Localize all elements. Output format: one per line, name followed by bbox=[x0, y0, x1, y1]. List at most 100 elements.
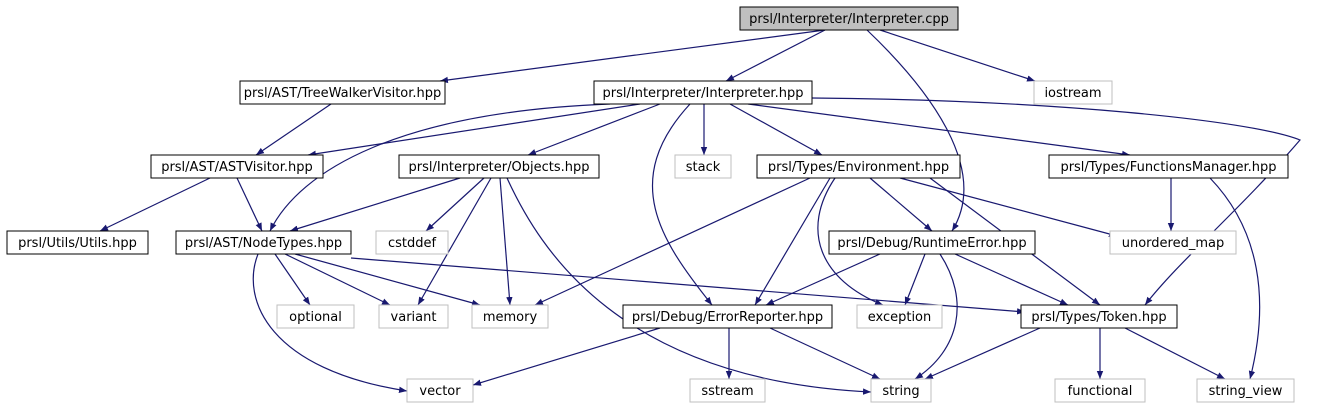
edge-astvisitor-to-utils bbox=[99, 177, 211, 232]
node-label-interp_hpp: prsl/Interpreter/Interpreter.hpp bbox=[603, 86, 804, 101]
node-utils[interactable]: prsl/Utils/Utils.hpp bbox=[6, 230, 149, 255]
node-string_view: string_view bbox=[1196, 378, 1295, 403]
edge-runtimeerror-to-errorreporter bbox=[765, 253, 881, 306]
node-label-sstream: sstream bbox=[701, 384, 753, 399]
node-nodetypes[interactable]: prsl/AST/NodeTypes.hpp bbox=[175, 230, 352, 255]
edge-interp_hpp-to-token bbox=[811, 97, 1302, 306]
node-box-interp_hpp bbox=[593, 80, 813, 105]
node-label-treewalker: prsl/AST/TreeWalkerVisitor.hpp bbox=[244, 86, 442, 101]
node-box-exception bbox=[856, 304, 943, 329]
node-exception: exception bbox=[856, 304, 943, 329]
node-label-environment: prsl/Types/Environment.hpp bbox=[768, 160, 949, 175]
edge-token-to-string_view bbox=[1124, 327, 1226, 380]
node-box-variant bbox=[378, 304, 449, 329]
node-string: string bbox=[870, 378, 932, 403]
node-sstream: sstream bbox=[689, 378, 766, 403]
edge-runtimeerror-to-token bbox=[954, 253, 1069, 306]
edge-interp_cpp-to-iostream bbox=[879, 29, 1036, 82]
node-box-vector bbox=[406, 378, 474, 403]
edge-interp_cpp-to-treewalker bbox=[439, 29, 826, 84]
node-box-runtimeerror bbox=[828, 230, 1036, 255]
node-box-errorreporter bbox=[622, 304, 833, 329]
node-box-cstddef bbox=[375, 230, 449, 255]
edge-objects-to-cstddef bbox=[425, 177, 485, 232]
edge-astvisitor-to-nodetypes bbox=[236, 177, 263, 232]
node-box-functional bbox=[1054, 378, 1146, 403]
node-box-iostream bbox=[1033, 80, 1113, 105]
node-box-interp_cpp bbox=[739, 6, 959, 31]
edge-objects-to-string bbox=[506, 177, 872, 395]
node-stack: stack bbox=[674, 154, 732, 179]
edge-runtimeerror-to-exception bbox=[904, 253, 926, 306]
node-box-optional bbox=[276, 304, 355, 329]
edge-environment-to-exception bbox=[817, 177, 884, 306]
node-errorreporter[interactable]: prsl/Debug/ErrorReporter.hpp bbox=[622, 304, 833, 329]
node-box-funcmgr bbox=[1048, 154, 1289, 179]
node-label-errorreporter: prsl/Debug/ErrorReporter.hpp bbox=[632, 310, 823, 325]
node-label-utils: prsl/Utils/Utils.hpp bbox=[18, 236, 137, 251]
edge-environment-to-errorreporter bbox=[754, 177, 831, 306]
edge-interp_hpp-to-objects bbox=[527, 103, 661, 156]
node-label-objects: prsl/Interpreter/Objects.hpp bbox=[409, 160, 590, 175]
node-memory: memory bbox=[471, 304, 549, 329]
edge-objects-to-memory bbox=[499, 177, 513, 306]
node-label-optional: optional bbox=[289, 310, 342, 325]
node-optional: optional bbox=[276, 304, 355, 329]
edge-token-to-string bbox=[924, 327, 1041, 380]
edge-nodetypes-to-vector bbox=[252, 253, 408, 393]
node-interp_hpp[interactable]: prsl/Interpreter/Interpreter.hpp bbox=[593, 80, 813, 105]
node-label-token: prsl/Types/Token.hpp bbox=[1031, 310, 1166, 325]
node-variant: variant bbox=[378, 304, 449, 329]
edge-errorreporter-to-string bbox=[769, 327, 881, 380]
node-objects[interactable]: prsl/Interpreter/Objects.hpp bbox=[398, 154, 600, 179]
edge-objects-to-nodetypes bbox=[289, 177, 461, 232]
node-box-memory bbox=[471, 304, 549, 329]
node-runtimeerror[interactable]: prsl/Debug/RuntimeError.hpp bbox=[828, 230, 1036, 255]
node-label-memory: memory bbox=[483, 310, 538, 325]
node-label-vector: vector bbox=[419, 384, 461, 399]
edge-objects-to-variant bbox=[417, 177, 492, 306]
edge-environment-to-memory bbox=[534, 177, 811, 306]
node-box-token bbox=[1020, 304, 1178, 329]
edge-funcmgr-to-string_view bbox=[1209, 177, 1261, 380]
node-box-objects bbox=[398, 154, 600, 179]
edge-interp_hpp-to-funcmgr bbox=[747, 103, 1131, 158]
edge-interp_hpp-to-nodetypes bbox=[269, 103, 611, 232]
edge-interp_hpp-to-environment bbox=[729, 103, 823, 156]
node-box-unordered_map bbox=[1109, 230, 1237, 255]
node-label-iostream: iostream bbox=[1044, 86, 1101, 101]
node-label-stack: stack bbox=[686, 160, 721, 175]
edge-runtimeerror-to-string bbox=[914, 253, 958, 380]
node-box-stack bbox=[674, 154, 732, 179]
node-astvisitor[interactable]: prsl/AST/ASTVisitor.hpp bbox=[150, 154, 324, 179]
nodes-layer: prsl/Interpreter/Interpreter.cpp prsl/AST… bbox=[6, 6, 1295, 403]
edge-interp_hpp-to-astvisitor bbox=[307, 103, 641, 157]
node-box-treewalker bbox=[239, 80, 446, 105]
node-label-exception: exception bbox=[868, 310, 932, 325]
node-environment[interactable]: prsl/Types/Environment.hpp bbox=[756, 154, 961, 179]
node-box-string bbox=[870, 378, 932, 403]
edge-interp_cpp-to-interp_hpp bbox=[725, 29, 826, 82]
node-funcmgr[interactable]: prsl/Types/FunctionsManager.hpp bbox=[1048, 154, 1289, 179]
edge-errorreporter-to-vector bbox=[472, 327, 661, 386]
node-label-nodetypes: prsl/AST/NodeTypes.hpp bbox=[185, 236, 342, 251]
node-box-environment bbox=[756, 154, 961, 179]
edge-nodetypes-to-token bbox=[350, 257, 1026, 315]
edge-interp_hpp-to-errorreporter bbox=[652, 103, 713, 306]
node-interp_cpp[interactable]: prsl/Interpreter/Interpreter.cpp bbox=[739, 6, 959, 31]
node-box-sstream bbox=[689, 378, 766, 403]
node-label-astvisitor: prsl/AST/ASTVisitor.hpp bbox=[161, 160, 313, 175]
node-functional: functional bbox=[1054, 378, 1146, 403]
edge-treewalker-to-astvisitor bbox=[255, 103, 332, 156]
edge-nodetypes-to-memory bbox=[294, 253, 481, 306]
node-treewalker[interactable]: prsl/AST/TreeWalkerVisitor.hpp bbox=[239, 80, 446, 105]
node-label-string_view: string_view bbox=[1209, 384, 1283, 399]
edge-environment-to-runtimeerror bbox=[869, 177, 933, 232]
node-unordered_map: unordered_map bbox=[1109, 230, 1237, 255]
node-label-interp_cpp: prsl/Interpreter/Interpreter.cpp bbox=[749, 12, 949, 27]
node-box-string_view bbox=[1196, 378, 1295, 403]
node-label-funcmgr: prsl/Types/FunctionsManager.hpp bbox=[1060, 160, 1276, 175]
node-cstddef: cstddef bbox=[375, 230, 449, 255]
node-token[interactable]: prsl/Types/Token.hpp bbox=[1020, 304, 1178, 329]
node-label-functional: functional bbox=[1068, 384, 1133, 399]
